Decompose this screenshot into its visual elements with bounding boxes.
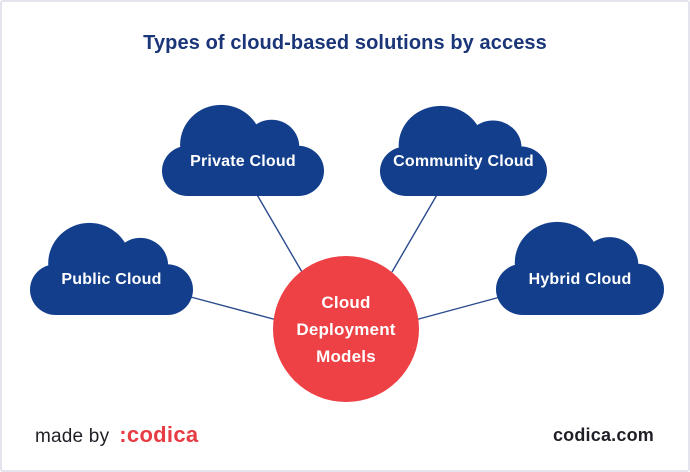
cloud-community: Community Cloud — [380, 104, 547, 196]
cloud-hybrid-label: Hybrid Cloud — [528, 270, 632, 288]
cloud-icon — [496, 221, 664, 315]
page-title: Types of cloud-based solutions by access — [143, 32, 547, 54]
cloud-hybrid: Hybrid Cloud — [496, 220, 664, 315]
center-line-1: Cloud — [321, 292, 371, 312]
cloud-public: Public Cloud — [30, 221, 193, 315]
codica-logo: :codica — [119, 422, 199, 447]
cloud-private: Private Cloud — [162, 103, 324, 196]
cloud-private-label: Private Cloud — [190, 152, 296, 170]
connector-private-line — [255, 192, 303, 273]
cloud-community-label: Community Cloud — [393, 152, 534, 170]
cloud-icon — [30, 222, 193, 315]
center-line-3: Models — [316, 346, 376, 366]
connector-public-line — [186, 295, 278, 321]
center-line-2: Deployment — [296, 319, 396, 339]
cloud-public-label: Public Cloud — [61, 271, 162, 289]
footer-credit: made by :codica — [35, 422, 198, 448]
site-url-text: codica.com — [552, 425, 654, 445]
center-node-cloud-deployment-models: Cloud Deployment Models — [273, 256, 419, 402]
connector-hybrid-line — [414, 295, 505, 321]
cloud-icon — [380, 105, 547, 196]
made-by-text: made by — [35, 426, 110, 447]
cloud-icon — [162, 104, 324, 196]
connector-community-line — [391, 192, 439, 273]
